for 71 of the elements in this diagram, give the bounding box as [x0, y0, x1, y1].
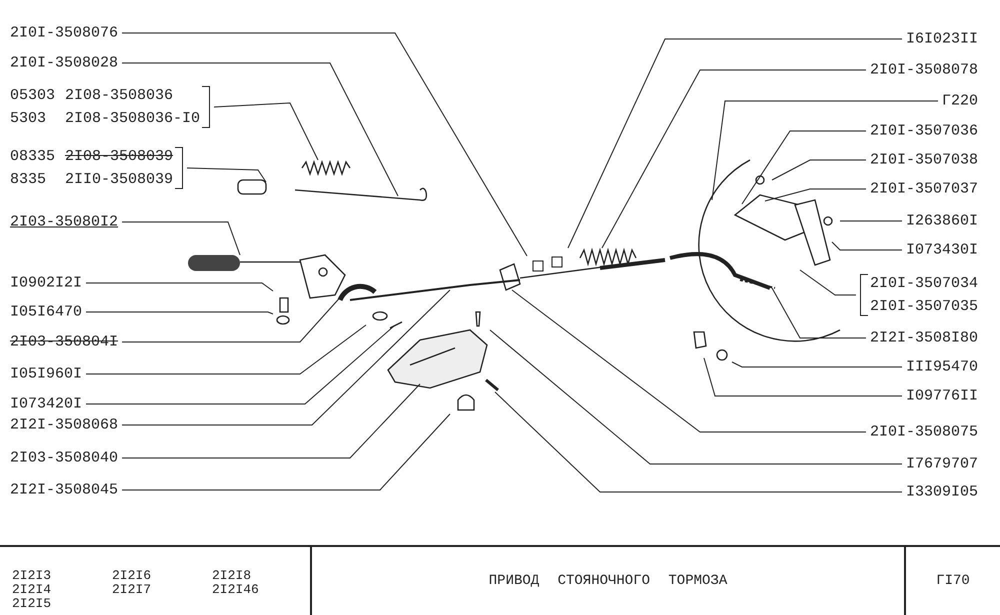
part-number: I073430I [906, 242, 978, 258]
model-code: 2I2I8 [212, 569, 252, 582]
leader-line [86, 312, 274, 314]
model-code: 2I2I46 [212, 583, 260, 596]
leader-line [704, 358, 902, 396]
leader-line [800, 270, 856, 296]
page-number: ГI70 [936, 574, 970, 588]
leader-line [122, 62, 398, 196]
part-number: 2I0I-3508078 [870, 62, 978, 78]
leader-line [122, 414, 450, 490]
part-number: 5303 [10, 111, 48, 126]
part-number: I0902I2I [10, 276, 82, 290]
part-number: I6I023II [906, 32, 978, 46]
leader-line [732, 362, 902, 368]
model-code: 2I2I7 [112, 583, 152, 596]
part-number: 2I0I-3507034 [870, 276, 978, 291]
part-number: 2I2I-3508045 [10, 482, 118, 498]
leader-line [122, 384, 420, 458]
leader-line [494, 392, 902, 492]
leader-line [512, 290, 866, 432]
part-number: 2I0I-3508075 [870, 424, 978, 440]
part-number: 2I03-3508040 [10, 450, 118, 466]
leader-line [764, 188, 866, 202]
leader-line [214, 102, 318, 160]
part-number: I263860I [906, 214, 978, 228]
leader-line [832, 242, 902, 250]
leader-line [772, 288, 866, 338]
part-number: 2I0I-3507037 [870, 182, 978, 196]
leader-line [86, 324, 366, 374]
part-number: 2II0-3508039 [65, 172, 174, 187]
leader-line [186, 168, 266, 182]
part-number: I073420I [10, 396, 82, 412]
leader-line [490, 330, 902, 464]
part-number: 2I08-3508036 [65, 88, 174, 103]
part-number: 08335 [10, 149, 56, 164]
part-number: 2I08-3508039 [65, 149, 174, 164]
leader-line [86, 282, 274, 292]
part-number: 2I0I-3507036 [870, 124, 978, 138]
part-number: I3309I05 [906, 484, 978, 500]
part-number: 05303 [10, 88, 56, 103]
leader-line [568, 38, 902, 248]
leader-line [122, 32, 528, 256]
part-number: 2I0I-3507035 [870, 299, 978, 314]
part-number: 8335 [10, 172, 48, 187]
model-code: 2I2I6 [112, 569, 152, 582]
part-number: I05I6470 [10, 304, 82, 320]
part-number: 2I03-350804I [10, 334, 118, 350]
model-code: 2I2I4 [12, 583, 52, 596]
title: ПРИВОД СТОЯНОЧНОГО ТОРМОЗА [488, 574, 728, 588]
leader-line [122, 290, 450, 426]
part-number: 2I0I-3508076 [10, 26, 118, 40]
leader-line [742, 130, 866, 204]
leader-line [86, 326, 394, 404]
leader-line [122, 222, 240, 256]
part-number: I7679707 [906, 456, 978, 472]
model-code: 2I2I3 [12, 569, 52, 582]
part-number: I09776II [906, 388, 978, 404]
part-number: 2I0I-3508028 [10, 56, 118, 70]
part-number: 2I2I-3508I80 [870, 330, 978, 346]
part-number: Г220 [942, 94, 978, 108]
part-number: I05I960I [10, 366, 82, 382]
leader-line [840, 220, 902, 222]
part-number: 2I08-3508036-I0 [65, 111, 200, 126]
leader-line [772, 160, 866, 180]
part-number: III95470 [906, 360, 978, 374]
part-number: 2I0I-3507038 [870, 152, 978, 168]
part-number: 2I03-35080I2 [10, 214, 118, 230]
leader-line [602, 70, 866, 248]
part-number: 2I2I-3508068 [10, 418, 118, 432]
leader-line [712, 100, 938, 200]
model-code: 2I2I5 [12, 597, 52, 610]
